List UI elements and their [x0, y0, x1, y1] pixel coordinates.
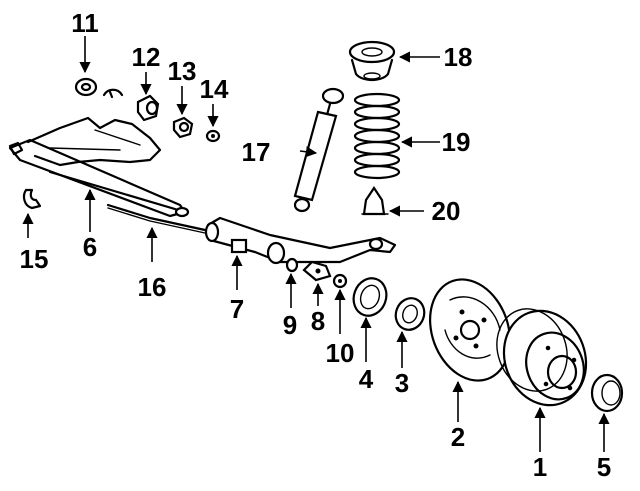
clip-part[interactable]: [102, 88, 124, 99]
callout-8: 8: [311, 306, 325, 336]
bushing-12-part[interactable]: [136, 94, 160, 122]
callout-7: 7: [230, 294, 244, 324]
callout-4: 4: [359, 364, 374, 394]
trailing-arm-part[interactable]: [204, 216, 397, 265]
callout-15: 15: [20, 244, 49, 274]
bushing-9-part[interactable]: [285, 257, 299, 273]
callout-9: 9: [283, 310, 297, 340]
seal-part[interactable]: [348, 274, 391, 321]
callout-10: 10: [326, 338, 355, 368]
callout-16: 16: [138, 272, 167, 302]
spring-mount-part[interactable]: [348, 40, 396, 82]
brake-drum-part[interactable]: [486, 299, 599, 417]
callout-13: 13: [168, 56, 197, 86]
callout-14: 14: [200, 74, 229, 104]
callout-17: 17: [242, 137, 271, 167]
dust-cap-part[interactable]: [590, 373, 624, 413]
shock-absorber-part[interactable]: [293, 87, 345, 213]
callout-11: 11: [71, 8, 99, 38]
bushing-13-part[interactable]: [172, 116, 194, 139]
callout-labels: 11 12 13 14 15 6 16 7 9 8 10 4 3 2 1 5 1…: [20, 8, 612, 482]
bracket-part[interactable]: [22, 188, 42, 210]
callout-19: 19: [442, 127, 471, 157]
bump-stop-part[interactable]: [361, 186, 389, 216]
backing-plate-part[interactable]: [417, 268, 524, 392]
callout-1: 1: [533, 452, 547, 482]
callout-18: 18: [444, 42, 473, 72]
nut-10-part[interactable]: [332, 273, 348, 289]
bearing-part[interactable]: [391, 294, 428, 334]
bushing-11-part[interactable]: [74, 77, 98, 97]
callout-5: 5: [597, 452, 611, 482]
callout-6: 6: [83, 232, 97, 262]
nut-14-part[interactable]: [205, 129, 221, 143]
callout-3: 3: [395, 368, 409, 398]
bracket-8-part[interactable]: [302, 260, 332, 282]
leader-arrows: [22, 36, 610, 452]
callout-12: 12: [132, 42, 161, 72]
axle-beam-part[interactable]: [8, 116, 190, 218]
stabilizer-rod-part[interactable]: [106, 203, 207, 234]
leader-17: [299, 146, 318, 158]
callout-20: 20: [432, 196, 461, 226]
coil-spring-part[interactable]: [353, 92, 401, 180]
callout-2: 2: [451, 422, 465, 452]
